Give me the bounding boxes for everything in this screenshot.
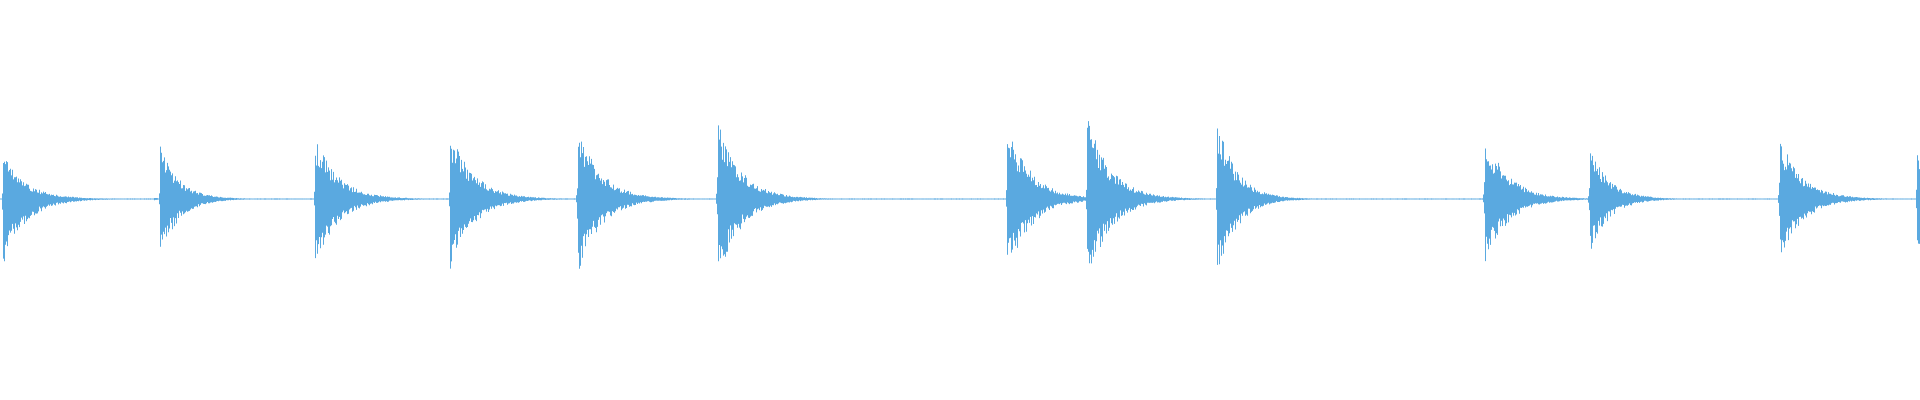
waveform-samples — [0, 121, 1920, 269]
waveform-path — [0, 121, 1920, 269]
